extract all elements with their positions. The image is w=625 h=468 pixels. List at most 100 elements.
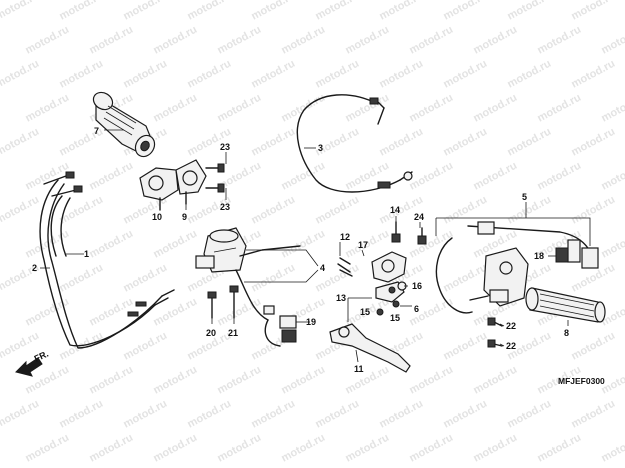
watermark-text: motod.ru <box>215 92 263 125</box>
cable-3 <box>296 94 413 193</box>
right-switch-assembly <box>435 221 599 314</box>
watermark-text: motod.ru <box>377 0 425 23</box>
watermark-text: motod.ru <box>23 296 71 329</box>
watermark-text: motod.ru <box>599 432 625 465</box>
callout-9: 9 <box>182 212 187 222</box>
watermark-text: motod.ru <box>0 58 41 91</box>
watermark-text: motod.ru <box>569 398 617 431</box>
leader-lines <box>40 129 591 363</box>
callout-19: 19 <box>306 317 316 327</box>
watermark-text: motod.ru <box>279 364 327 397</box>
watermark-text: motod.ru <box>151 432 199 465</box>
watermark-text: motod.ru <box>249 58 297 91</box>
throttle-cables <box>39 171 175 349</box>
watermark-text: motod.ru <box>343 24 391 57</box>
watermark-text: motod.ru <box>121 0 169 23</box>
watermark-text: motod.ru <box>87 432 135 465</box>
callout-14: 14 <box>390 205 400 215</box>
diagram-code: MFJEF0300 <box>558 376 605 386</box>
callout-22-lower: 22 <box>506 341 516 351</box>
watermark-text: motod.ru <box>569 126 617 159</box>
callout-10: 10 <box>152 212 162 222</box>
watermark-text: motod.ru <box>505 0 553 23</box>
watermark-text: motod.ru <box>599 24 625 57</box>
watermark-text: motod.ru <box>599 160 625 193</box>
watermark-text: motod.ru <box>121 262 169 295</box>
watermark-text: motod.ru <box>569 330 617 363</box>
watermark-text: motod.ru <box>407 160 455 193</box>
watermark-text: motod.ru <box>313 194 361 227</box>
watermark-text: motod.ru <box>535 24 583 57</box>
watermark-text: motod.ru <box>151 228 199 261</box>
watermark-text: motod.ru <box>185 398 233 431</box>
watermark-text: motod.ru <box>377 126 425 159</box>
watermark-text: motod.ru <box>249 398 297 431</box>
callout-15-right: 15 <box>390 313 400 323</box>
callout-16: 16 <box>412 281 422 291</box>
callout-11: 11 <box>354 364 364 374</box>
watermark-text: motod.ru <box>249 262 297 295</box>
watermark-text: motod.ru <box>441 58 489 91</box>
front-direction-indicator: FR. <box>15 349 50 377</box>
callout-8: 8 <box>564 328 569 338</box>
watermark-text: motod.ru <box>535 160 583 193</box>
watermark-text: motod.ru <box>151 24 199 57</box>
watermark-text: motod.ru <box>151 364 199 397</box>
watermark-text: motod.ru <box>0 0 41 23</box>
watermark-text: motod.ru <box>215 432 263 465</box>
watermark-text: motod.ru <box>569 0 617 23</box>
left-switch-assembly <box>195 227 301 347</box>
watermark-text: motod.ru <box>121 398 169 431</box>
watermark-text: motod.ru <box>407 364 455 397</box>
callout-23-upper: 23 <box>220 142 230 152</box>
callout-20: 20 <box>206 328 216 338</box>
watermark-text: motod.ru <box>441 398 489 431</box>
watermark-text: motod.ru <box>23 24 71 57</box>
watermark-text: motod.ru <box>0 194 41 227</box>
watermark-text: motod.ru <box>279 24 327 57</box>
watermark-text: motod.ru <box>441 0 489 23</box>
callout-22-upper: 22 <box>506 321 516 331</box>
screw-22-upper <box>487 317 503 327</box>
callout-15-left: 15 <box>360 307 370 317</box>
watermark-text: motod.ru <box>0 126 41 159</box>
screw-20 <box>207 291 217 319</box>
callout-4: 4 <box>320 263 325 273</box>
watermark-text: motod.ru <box>407 24 455 57</box>
watermark-text: motod.ru <box>249 126 297 159</box>
watermark-text: motod.ru <box>599 228 625 261</box>
watermark-text: motod.ru <box>535 432 583 465</box>
watermark-text: motod.ru <box>279 160 327 193</box>
watermark-text: motod.ru <box>57 58 105 91</box>
watermark-text: motod.ru <box>471 432 519 465</box>
callout-12: 12 <box>340 232 350 242</box>
screw-22-lower <box>487 339 503 348</box>
direction-label: FR. <box>33 349 50 364</box>
watermark-text: motod.ru <box>569 194 617 227</box>
connector-18 <box>555 247 569 263</box>
watermark-text: motod.ru <box>0 398 41 431</box>
clutch-lever <box>329 323 411 373</box>
callout-1: 1 <box>84 249 89 259</box>
watermark-text: motod.ru <box>313 58 361 91</box>
watermark-text: motod.ru <box>151 92 199 125</box>
watermark-text: motod.ru <box>23 432 71 465</box>
watermark-text: motod.ru <box>57 398 105 431</box>
callout-24: 24 <box>414 212 424 222</box>
watermark-text: motod.ru <box>471 364 519 397</box>
callout-7: 7 <box>94 126 99 136</box>
watermark-text: motod.ru <box>313 0 361 23</box>
watermark-text: motod.ru <box>121 58 169 91</box>
watermark-text: motod.ru <box>23 92 71 125</box>
watermark-text: motod.ru <box>57 262 105 295</box>
watermark-text: motod.ru <box>279 92 327 125</box>
watermark-text: motod.ru <box>441 126 489 159</box>
watermark-text: motod.ru <box>471 92 519 125</box>
bracket-parts <box>337 221 427 316</box>
watermark-text: motod.ru <box>505 398 553 431</box>
watermark-text: motod.ru <box>377 398 425 431</box>
watermark-text: motod.ru <box>471 24 519 57</box>
watermark-text: motod.ru <box>569 58 617 91</box>
